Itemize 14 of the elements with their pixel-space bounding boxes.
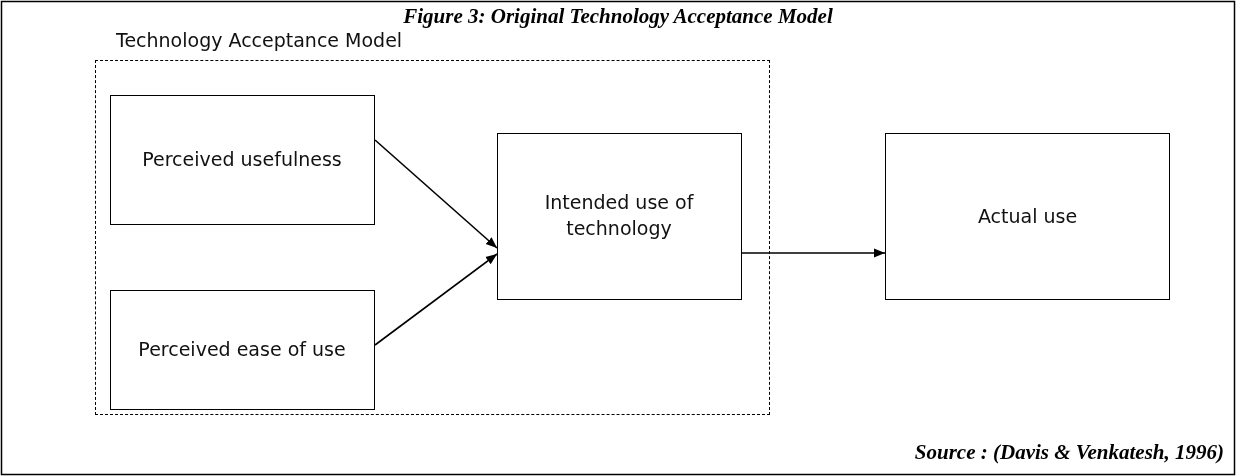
node-label: Intended use of technology [543,190,695,241]
construct-box [109,289,375,410]
arrow [741,248,886,258]
construct-box [496,132,742,300]
figure-title: Figure 3: Original Technology Acceptance Model [402,4,834,29]
arrow [374,139,498,249]
node-label: Perceived usefulness [141,146,343,172]
node-label: Perceived ease of use [137,336,347,362]
node-label: Actual use [976,203,1079,229]
construct-box [885,133,1170,300]
arrow [374,253,498,346]
group-heading: Technology Acceptance Model [116,28,403,53]
construct-box [109,94,375,225]
source-caption: Source : (Davis & Venkatesh, 1996) [914,440,1224,465]
